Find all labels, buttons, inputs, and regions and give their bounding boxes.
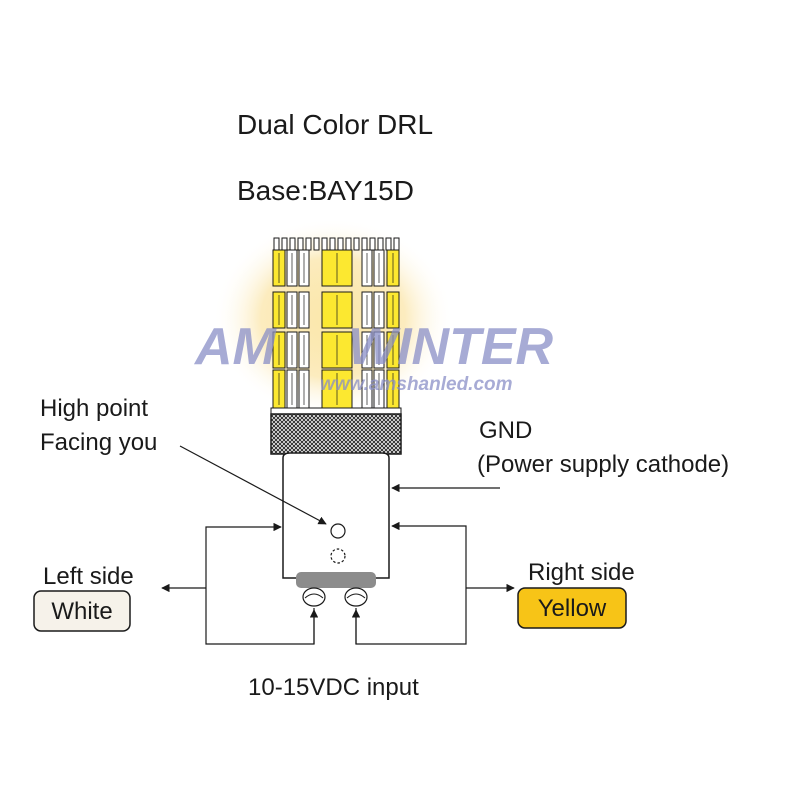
led-chip xyxy=(345,237,352,251)
bulb-base xyxy=(282,452,390,579)
led-chip xyxy=(385,237,392,251)
watermark-brand-right: WINTER xyxy=(348,318,554,376)
high-point-pointer xyxy=(179,445,327,525)
led-head-base-strip xyxy=(270,407,402,415)
diagram-title: Dual Color DRL xyxy=(237,109,433,140)
base-insulator-band xyxy=(296,572,376,588)
white-badge: White xyxy=(33,590,131,632)
led-chip xyxy=(289,237,296,251)
gnd-label: GND xyxy=(479,417,532,444)
watermark-brand-left: AM xyxy=(193,318,278,376)
led-chip xyxy=(281,237,288,251)
knurled-collar xyxy=(270,413,402,455)
yellow-badge-box xyxy=(517,587,627,629)
yellow-badge-text: Yellow xyxy=(538,595,607,622)
yellow-badge: Yellow xyxy=(517,587,627,629)
led-chip xyxy=(361,237,368,251)
led-chip xyxy=(329,237,336,251)
led-chip xyxy=(273,237,280,251)
led-chip xyxy=(377,237,384,251)
led-chip xyxy=(321,237,328,251)
led-chip xyxy=(313,237,320,251)
led-chip-array xyxy=(270,237,402,415)
brand-watermark: AM WINTER www.amshanled.com xyxy=(193,318,554,395)
input-voltage-label: 10-15VDC input xyxy=(248,674,419,701)
led-chip xyxy=(297,237,304,251)
led-chip xyxy=(393,237,400,251)
watermark-url: www.amshanled.com xyxy=(320,374,513,395)
high-point-pin-marker xyxy=(330,523,346,539)
led-chip xyxy=(369,237,376,251)
gnd-note-label: (Power supply cathode) xyxy=(477,451,729,478)
low-point-pin-marker xyxy=(330,548,346,564)
white-badge-text: White xyxy=(51,598,112,625)
led-chip xyxy=(337,237,344,251)
high-point-label: High point xyxy=(40,395,148,422)
led-chip xyxy=(353,237,360,251)
left-side-label: Left side xyxy=(43,563,134,590)
wiring xyxy=(161,445,515,645)
base-label: Base:BAY15D xyxy=(237,175,414,206)
led-chip xyxy=(305,237,312,251)
white-badge-box xyxy=(33,590,131,632)
contact-pin-right xyxy=(344,587,368,607)
facing-you-label: Facing you xyxy=(40,429,157,456)
contact-pin-left xyxy=(302,587,326,607)
right-side-label: Right side xyxy=(528,559,635,586)
